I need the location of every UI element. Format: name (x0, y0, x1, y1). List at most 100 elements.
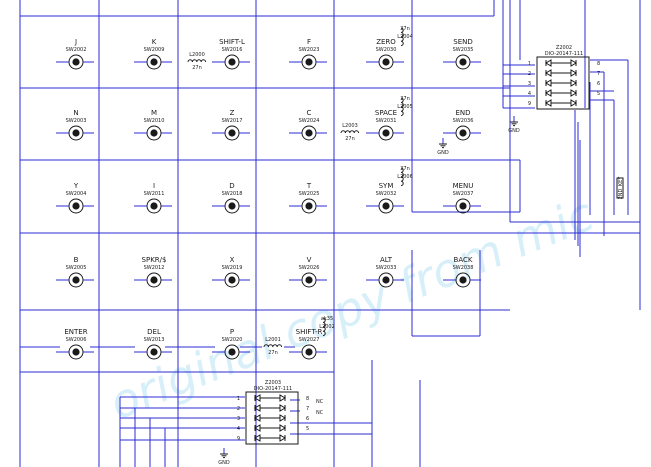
key-refdes: SW2002 (66, 47, 87, 53)
switch-pad-inner (305, 129, 313, 137)
inductor-refdes: L2000 (189, 52, 205, 58)
key-refdes: SW2032 (376, 191, 397, 197)
key-refdes: SW2003 (66, 118, 87, 124)
key-refdes: SW2024 (299, 118, 320, 124)
key-refdes: SW2023 (299, 47, 320, 53)
inductor-coil (322, 317, 326, 337)
switch-pad-inner (305, 202, 313, 210)
diode (279, 394, 286, 402)
diode (279, 424, 286, 432)
switch-pad-inner (72, 129, 80, 137)
key-label: ZERO (376, 38, 396, 46)
array-pin-left: 2 (237, 406, 240, 412)
key-refdes: SW2030 (376, 47, 397, 53)
array-pin-left: 3 (528, 81, 531, 87)
switch-pad-inner (459, 276, 467, 284)
key-refdes: SW2013 (144, 337, 165, 343)
key-refdes: SW2005 (66, 265, 87, 271)
key-refdes: SW2038 (453, 265, 474, 271)
array-pin-left: 2 (528, 71, 531, 77)
diode (279, 404, 286, 412)
inductor-value: 27n (345, 136, 355, 142)
diode (545, 69, 552, 77)
gnd-symbol-end: GND (437, 138, 449, 156)
switch-pad-inner (228, 276, 236, 284)
array-pin-right: 5 (597, 91, 600, 97)
diode (279, 414, 286, 422)
switch-pad-inner (382, 58, 390, 66)
gnd-label: GND (218, 460, 230, 466)
diode (570, 69, 577, 77)
key-refdes: SW2016 (222, 47, 243, 53)
inductor-l2000: L2000 27n (187, 52, 207, 71)
array-pin-right: 8 (597, 61, 600, 67)
inductor-value: 27n (400, 26, 410, 32)
inductor-value: 27n (400, 166, 410, 172)
switch-pad-inner (72, 202, 80, 210)
key-label: SYM (379, 182, 394, 190)
key-refdes: SW2011 (144, 191, 165, 197)
key-refdes: SW2019 (222, 265, 243, 271)
inductor-value: 27n (268, 350, 278, 356)
inductor-coil (400, 97, 404, 117)
inductor-refdes: L2001 (265, 337, 281, 343)
key-refdes: SW2026 (299, 265, 320, 271)
key-label: SHIFT-L (219, 38, 245, 46)
key-refdes: SW2035 (453, 47, 474, 53)
key-label: X (230, 256, 235, 264)
key-label: T (306, 182, 312, 190)
key-label: ENTER (64, 328, 87, 336)
array-pin-right: 6 (306, 416, 309, 422)
switch-pad-inner (459, 129, 467, 137)
key-label: V (307, 256, 312, 264)
inductor-refdes: L2003 (342, 123, 358, 129)
array-refdes: Z2003 (265, 380, 281, 386)
diode (570, 79, 577, 87)
nc-label: NC (316, 399, 324, 405)
array-partnumber: DIO-20147-111 (545, 51, 583, 57)
key-label: K (152, 38, 157, 46)
inductor-l2001: L2001 27n (263, 337, 283, 356)
key-label: Z (230, 109, 235, 117)
array-body (245, 391, 299, 445)
gnd-label: GND (508, 128, 520, 134)
key-refdes: SW2037 (453, 191, 474, 197)
gnd-label: GND (437, 150, 449, 156)
switch-pad-inner (228, 58, 236, 66)
key-refdes: SW2006 (66, 337, 87, 343)
switch-pad-inner (150, 348, 158, 356)
watermark: original copy from mic (102, 187, 601, 431)
array-refdes: Z2002 (556, 45, 572, 51)
switch-pad-inner (228, 348, 236, 356)
key-label: SPACE (375, 109, 397, 117)
key-refdes: SW2017 (222, 118, 243, 124)
switch-pad-inner (382, 276, 390, 284)
diode (570, 89, 577, 97)
switch-pad-inner (459, 202, 467, 210)
key-refdes: SW2031 (376, 118, 397, 124)
key-label: SHIFT-R (296, 328, 323, 336)
array-pin-left: 9 (528, 101, 531, 107)
array-pin-left: 3 (237, 416, 240, 422)
gnd-symbol-bottom-array: GND (218, 448, 230, 466)
key-refdes: SW2033 (376, 265, 397, 271)
inductor-value: 27n (192, 65, 202, 71)
array-body (536, 56, 590, 110)
array-pin-left: 4 (237, 426, 240, 432)
